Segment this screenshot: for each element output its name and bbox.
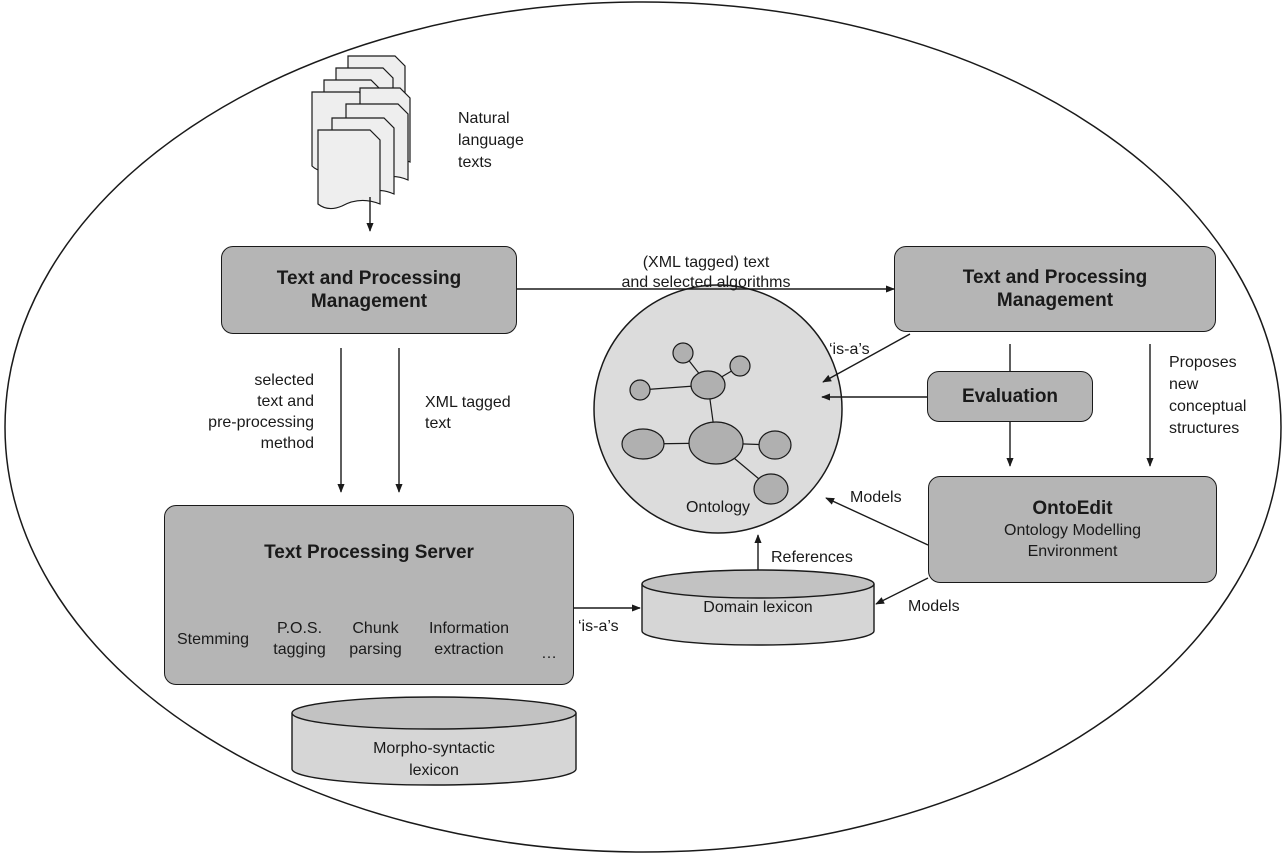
references-label: References <box>771 549 853 566</box>
ontology-graph-icon <box>621 342 792 505</box>
morpho-lexicon-label: Morpho-syntactic lexicon <box>373 740 495 779</box>
text-mgmt-right-title: Text and Processing Management <box>962 267 1148 311</box>
arrow-ontoedit-to-ontology <box>825 497 929 546</box>
natural-language-texts-label: Natural language texts <box>458 110 524 171</box>
ontology-label: Ontology <box>685 499 751 516</box>
domain-lexicon-cylinder <box>641 569 875 646</box>
ontoedit-title: OntoEdit <box>1032 498 1113 519</box>
ontoedit-subtitle-line1: Ontology Modelling <box>1004 522 1141 539</box>
text-mgmt-right-box: Text and Processing Management <box>894 246 1216 332</box>
ontoedit-subtitle-line2: Environment <box>1027 543 1118 560</box>
arrow-is-a-to-ontology <box>822 333 911 383</box>
module-stemming: Stemming <box>176 630 250 648</box>
text-mgmt-left-title: Text and Processing Management <box>276 268 462 312</box>
xml-text-algorithms-label: (XML tagged) text and selected algorithm… <box>621 254 791 291</box>
text-processing-server-box: Text Processing Server <box>164 505 574 685</box>
models-upper-label: Models <box>850 489 902 506</box>
xml-tagged-text-label: XML tagged text <box>425 394 511 432</box>
ontoedit-box: OntoEdit Ontology Modelling Environment <box>928 476 1217 583</box>
is-a-upper-label: ‘is-a’s <box>829 341 870 358</box>
module-chunk-parsing: Chunk parsing <box>349 620 402 658</box>
selected-text-method-label: selected text and pre-processing method <box>208 372 314 452</box>
morpho-lexicon-cylinder <box>291 696 577 786</box>
module-ellipsis: … <box>541 644 557 662</box>
module-information-extraction: Information extraction <box>428 620 510 658</box>
evaluation-box: Evaluation <box>927 371 1093 422</box>
is-a-lower-label: ‘is-a’s <box>578 618 619 635</box>
module-pos-tagging: P.O.S. tagging <box>273 620 326 658</box>
arrow-ontoedit-to-lexicon <box>875 577 929 605</box>
ontology-circle <box>593 284 843 534</box>
evaluation-title: Evaluation <box>961 386 1059 407</box>
text-processing-server-title: Text Processing Server <box>264 542 474 563</box>
domain-lexicon-label: Domain lexicon <box>703 599 813 616</box>
documents-stack-icon <box>311 55 411 210</box>
proposes-label: Proposes new conceptual structures <box>1169 354 1247 437</box>
system-boundary-ellipse <box>4 1 1282 853</box>
models-lower-label: Models <box>908 598 960 615</box>
text-mgmt-left-box: Text and Processing Management <box>221 246 517 334</box>
